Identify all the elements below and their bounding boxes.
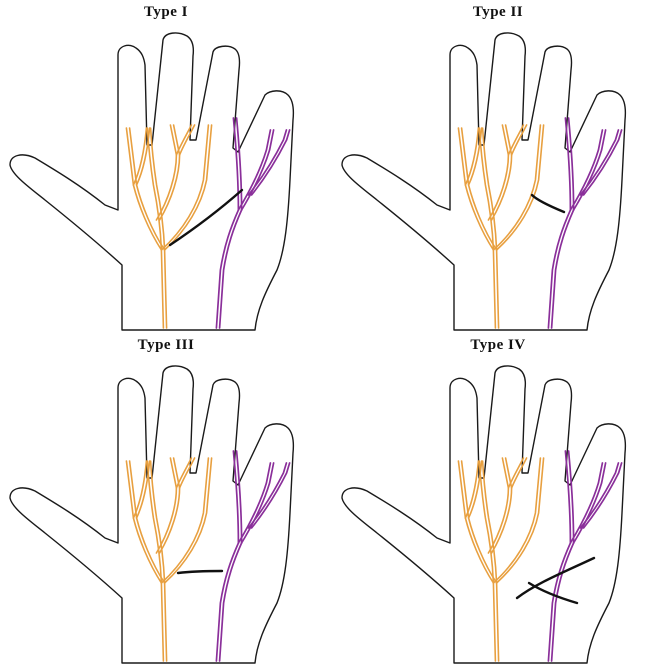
hand-outline <box>342 366 625 663</box>
hand-outline <box>10 366 293 663</box>
hand-outline <box>10 33 293 330</box>
hand-diagram <box>332 0 664 333</box>
hand-outline <box>342 33 625 330</box>
panel-type-1: Type I <box>0 0 332 333</box>
hand-diagram <box>0 0 332 333</box>
hand-diagram <box>332 333 664 666</box>
panel-type-4: Type IV <box>332 333 664 666</box>
panel-type-3: Type III <box>0 333 332 666</box>
hand-diagram <box>0 333 332 666</box>
panel-type-2: Type II <box>332 0 664 333</box>
